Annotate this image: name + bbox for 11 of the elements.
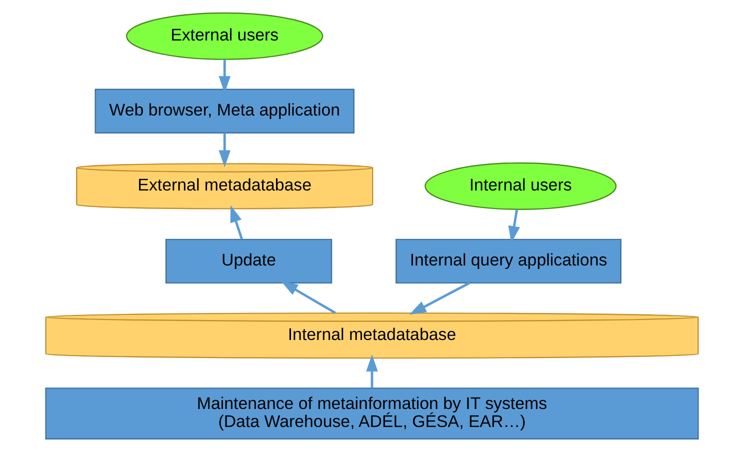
node-box: Web browser, Meta application <box>94 88 354 134</box>
node-box: Maintenance of metainformation by IT systems (Data Warehouse, ADÉL, GÉSA, EAR…) <box>44 388 698 440</box>
arrow <box>408 282 470 315</box>
node-ellipse: External users <box>126 12 323 60</box>
arrow <box>366 354 378 388</box>
arrow <box>230 205 242 240</box>
arrow <box>218 132 230 168</box>
arrow <box>280 281 336 314</box>
node-box: Update <box>164 238 332 284</box>
node-ellipse: Internal users <box>424 162 616 210</box>
node-box: Internal query applications <box>395 238 621 284</box>
